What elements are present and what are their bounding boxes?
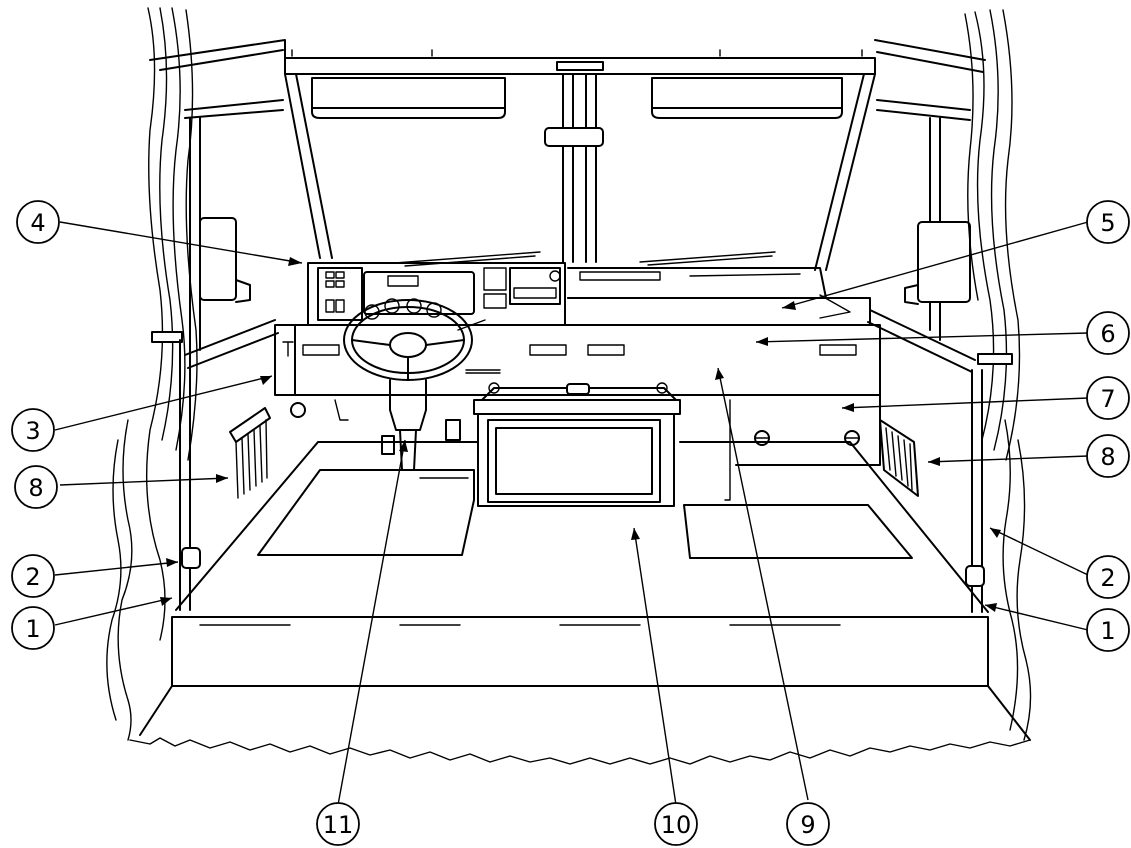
engine-cover — [473, 382, 681, 507]
right-cowl — [735, 394, 881, 466]
callout-label-1-left: 1 — [25, 615, 40, 643]
callout-label-10: 10 — [661, 811, 692, 839]
callouts: 4 3 8 2 1 5 6 7 8 2 1 9 10 11 — [11, 200, 1130, 846]
callout-label-4: 4 — [30, 209, 45, 237]
arrowheads — [160, 257, 1001, 612]
dashboard — [274, 262, 881, 421]
curtains — [106, 7, 1032, 741]
brushes — [229, 407, 919, 499]
callout-label-2-right: 2 — [1100, 564, 1115, 592]
floor — [129, 339, 1031, 765]
callout-label-7: 7 — [1100, 385, 1115, 413]
callout-label-5: 5 — [1100, 209, 1115, 237]
callout-label-11: 11 — [323, 811, 354, 839]
leader-lines — [54, 221, 1089, 806]
callout-label-6: 6 — [1100, 320, 1115, 348]
callout-label-9: 9 — [800, 811, 815, 839]
windshield-frame — [284, 49, 876, 271]
callout-label-3: 3 — [25, 417, 40, 445]
callout-label-8-right: 8 — [1100, 443, 1115, 471]
steering-wheel — [343, 298, 486, 479]
callout-label-2-left: 2 — [25, 563, 40, 591]
callout-label-1-right: 1 — [1100, 617, 1115, 645]
callout-label-8-left: 8 — [28, 474, 43, 502]
